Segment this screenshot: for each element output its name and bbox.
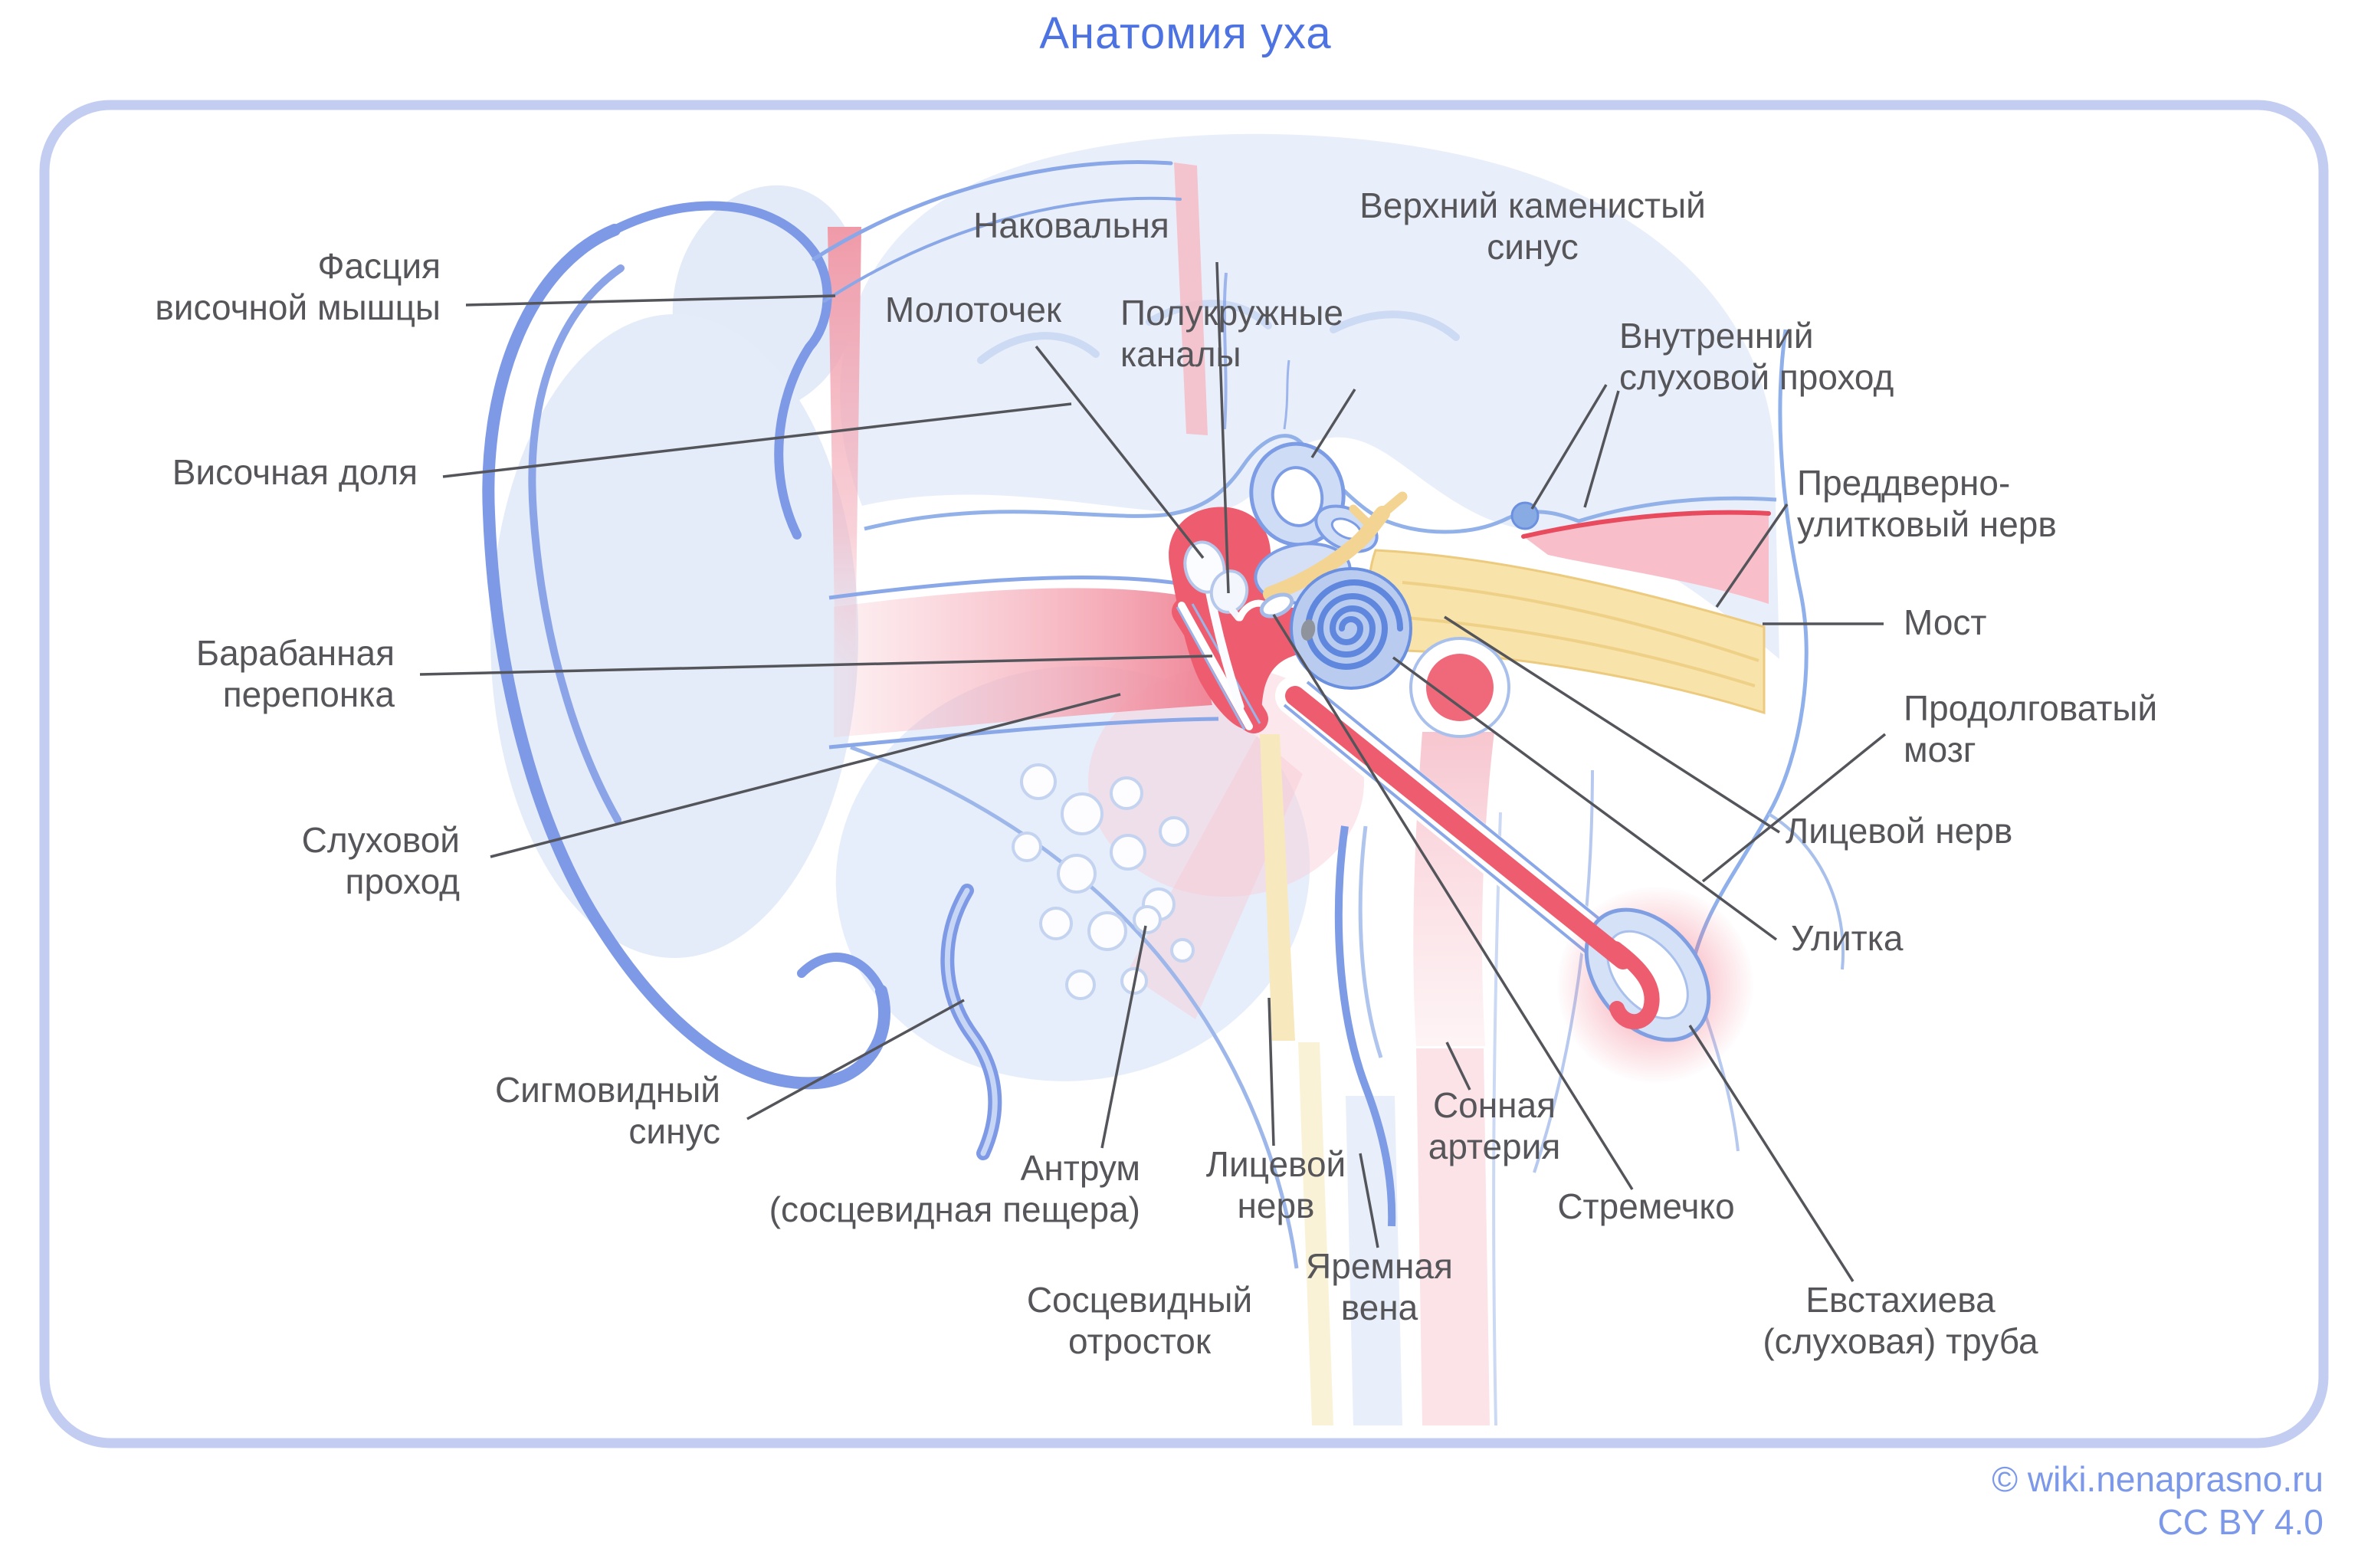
petrosal-sinus-dot: [1510, 501, 1540, 530]
facial-nerve-strip: [1260, 734, 1295, 1041]
cerebellum-curve: [1767, 812, 1845, 970]
ear-canal-top-wall: [828, 576, 1193, 600]
leader-temporal-lobe: [442, 402, 1072, 478]
leader-eustachian-tube: [1688, 1025, 1854, 1282]
ossicles: [1183, 540, 1316, 711]
brain-gyri-lines: [977, 300, 1460, 364]
leader-incus: [1215, 261, 1230, 594]
leader-carotid-artery: [1445, 1042, 1471, 1091]
label-temporal-lobe: Височная доля: [172, 452, 418, 492]
neck-band-pink: [1416, 1048, 1490, 1425]
label-pons: Мост: [1904, 602, 1987, 642]
pinna: [482, 160, 1182, 1090]
leader-facial-nerve-right: [1444, 615, 1780, 834]
ear-canal-bottom-wall: [828, 717, 1219, 750]
temporal-fascia-strip: [828, 227, 861, 666]
pinna-cartilage-blob: [490, 314, 858, 958]
petrosal-pink-wedge: [1523, 512, 1769, 604]
label-malleus: Молоточек: [885, 290, 1062, 330]
petrosal-red-edge: [1521, 510, 1771, 539]
leader-semicircular-canals: [1310, 389, 1356, 458]
sigmoid-sinus-highlight: [944, 887, 998, 1156]
page-title: Анатомия уха: [1039, 8, 1332, 58]
footer: © wiki.nenaprasno.ru CC BY 4.0: [1992, 1458, 2323, 1543]
ear-canal-fill: [834, 588, 1212, 737]
copyright-text: © wiki.nenaprasno.ru: [1992, 1459, 2323, 1499]
leader-vestibulocochlear-nerve: [1715, 504, 1789, 608]
round-window: [1300, 619, 1316, 641]
jugular-vein-inner: [1358, 825, 1383, 1058]
vestibulocochlear-nerve-shape: [1263, 491, 1766, 715]
leader-tympanic-membrane: [419, 654, 1213, 676]
temporal-lobe-shape: [840, 133, 1779, 659]
brainstem-outline: [1688, 329, 1809, 974]
license-text: CC BY 4.0: [2157, 1502, 2323, 1542]
illustration: [482, 133, 1845, 1426]
skull-base-line: [850, 745, 1299, 1269]
leader-lines: [419, 261, 1887, 1282]
leader-jugular-vein: [1359, 1153, 1379, 1248]
fascia-strip-2: [1174, 162, 1208, 435]
leader-sigmoid-sinus: [746, 999, 965, 1120]
leader-medulla-oblongata: [1701, 733, 1887, 883]
leader-internal-auditory-canal: [1583, 390, 1620, 508]
label-cochlea: Улитка: [1791, 918, 1904, 958]
leader-cochlea: [1392, 656, 1778, 941]
label-antrum: Антрум(сосцевидная пещера): [769, 1148, 1140, 1229]
middle-ear-pink-wash: [1088, 667, 1364, 897]
neck-band-yellow: [1298, 1042, 1333, 1425]
leader-facial-nerve-bottom: [1267, 997, 1275, 1146]
leader-superior-petrosal-sinus: [1530, 384, 1608, 510]
oval-window: [1259, 592, 1294, 618]
label-stapes: Стремечко: [1557, 1186, 1734, 1226]
leader-antrum: [1100, 925, 1147, 1149]
label-vestibulocochlear-nerve: Преддверно-улитковый нерв: [1797, 463, 2057, 544]
eardrum-edge-1: [1176, 606, 1246, 730]
neck-vertical-line: [1492, 812, 1502, 1426]
leader-stapes: [1272, 614, 1634, 1190]
leader-fascia-temporal-muscle: [465, 294, 836, 307]
label-facial-nerve-right: Лицевой нерв: [1786, 811, 2012, 851]
cochlea-shape: [1290, 567, 1412, 690]
jugular-vein-shape: [1334, 825, 1396, 1227]
leader-malleus: [1035, 345, 1205, 559]
leader-auditory-canal: [490, 693, 1121, 858]
carotid-artery-shape: [1426, 654, 1494, 721]
label-incus: Наковальня: [973, 205, 1169, 245]
label-eustachian-tube: Евстахиева(слуховая) труба: [1763, 1280, 2038, 1361]
mastoid-air-cells: [1012, 763, 1195, 1000]
